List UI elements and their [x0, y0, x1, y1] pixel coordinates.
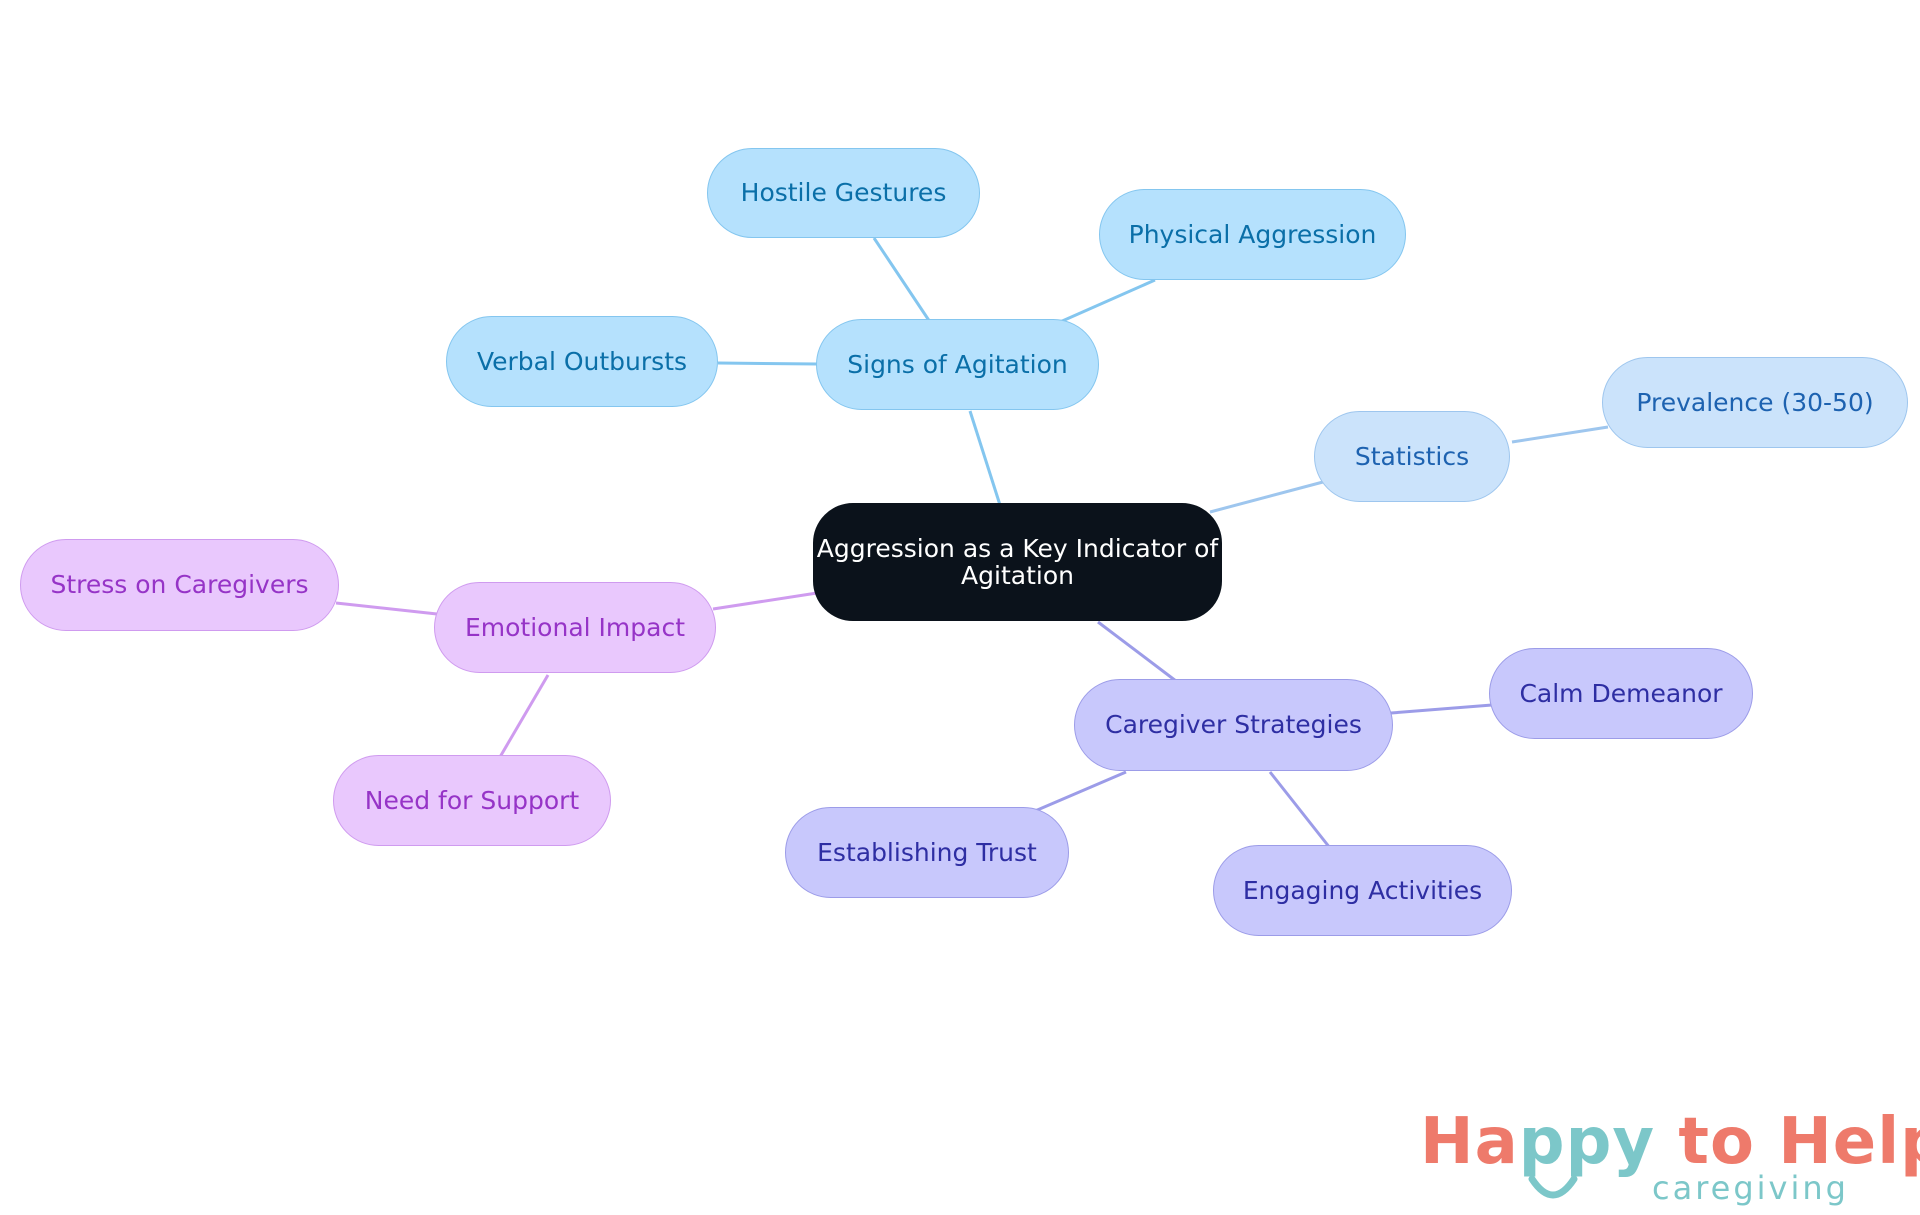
- link-caregiver-trust: [1034, 770, 1127, 813]
- node-label: Prevalence (30-50): [1636, 387, 1874, 417]
- smile-icon: [1528, 1175, 1578, 1199]
- node-verbal-outbursts[interactable]: Verbal Outbursts: [446, 316, 718, 407]
- link-caregiver-activities: [1268, 771, 1332, 849]
- node-label: Establishing Trust: [817, 837, 1037, 867]
- link-statistics-prevalence: [1511, 425, 1609, 444]
- link-root-signs: [968, 410, 1002, 506]
- link-root-emotional: [712, 591, 818, 611]
- node-label: Caregiver Strategies: [1105, 710, 1362, 740]
- link-signs-hostile: [872, 237, 932, 323]
- link-signs-verbal: [717, 361, 819, 366]
- node-hostile-gestures[interactable]: Hostile Gestures: [707, 148, 980, 238]
- central-node-label: Aggression as a Key Indicator of Agitati…: [816, 534, 1219, 590]
- central-node[interactable]: Aggression as a Key Indicator of Agitati…: [813, 503, 1222, 621]
- node-engaging-activities[interactable]: Engaging Activities: [1213, 845, 1512, 936]
- node-label: Signs of Agitation: [847, 349, 1068, 379]
- link-caregiver-calm: [1390, 703, 1493, 715]
- node-label: Stress on Caregivers: [50, 570, 309, 600]
- node-caregiver-strategies[interactable]: Caregiver Strategies: [1074, 679, 1393, 771]
- node-label: Emotional Impact: [464, 612, 685, 642]
- link-signs-physical: [1059, 278, 1156, 324]
- link-root-caregiver: [1097, 620, 1177, 683]
- happy-to-help-logo: Happy to Help caregiving: [1420, 1105, 1920, 1207]
- node-label: Calm Demeanor: [1519, 678, 1723, 708]
- link-root-statistics: [1209, 480, 1324, 514]
- node-label: Verbal Outbursts: [476, 346, 688, 376]
- node-physical-aggression[interactable]: Physical Aggression: [1099, 189, 1406, 280]
- logo-tagline: caregiving: [1652, 1169, 1849, 1207]
- node-label: Physical Aggression: [1128, 219, 1377, 249]
- logo-wordmark: Happy to Help: [1420, 1105, 1920, 1179]
- node-need-for-support[interactable]: Need for Support: [333, 755, 611, 846]
- node-signs-of-agitation[interactable]: Signs of Agitation: [816, 319, 1099, 410]
- node-label: Hostile Gestures: [740, 178, 947, 208]
- link-emotional-stress: [335, 601, 438, 616]
- node-label: Statistics: [1354, 441, 1470, 471]
- link-emotional-support: [498, 674, 550, 758]
- node-establishing-trust[interactable]: Establishing Trust: [785, 807, 1069, 898]
- node-prevalence[interactable]: Prevalence (30-50): [1602, 357, 1908, 448]
- node-stress-on-caregivers[interactable]: Stress on Caregivers: [20, 539, 339, 631]
- node-calm-demeanor[interactable]: Calm Demeanor: [1489, 648, 1753, 739]
- node-emotional-impact[interactable]: Emotional Impact: [434, 582, 716, 673]
- node-statistics[interactable]: Statistics: [1314, 411, 1510, 502]
- node-label: Engaging Activities: [1242, 875, 1483, 905]
- node-label: Need for Support: [364, 785, 580, 815]
